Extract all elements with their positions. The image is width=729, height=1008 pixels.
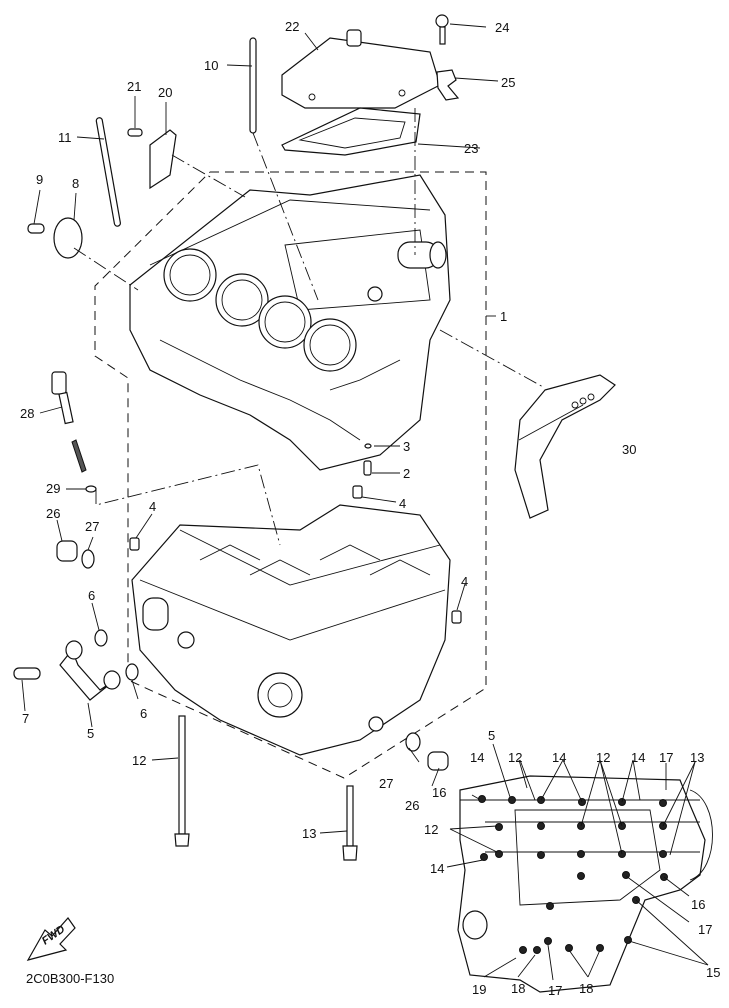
shift-fork-30 [514,374,616,519]
callout-26: 26 [46,506,60,521]
inset-callout-19: 19 [472,982,486,997]
bolt-13 [342,785,358,861]
callout-1: 1 [500,309,507,324]
bolt-2 [363,460,372,476]
bolt-9 [27,223,45,234]
callout-2: 2 [403,466,410,481]
inset-leader-lines [446,743,709,981]
callout-6: 6 [88,588,95,603]
breather-cover [281,29,441,109]
callout-30: 30 [622,442,636,457]
o-ring-6 [94,629,108,647]
inset-callout-15: 15 [706,965,720,980]
callout-22: 22 [285,19,299,34]
inset-callout-18: 18 [511,981,525,996]
callout-21: 21 [127,79,141,94]
forward-direction-icon: FWD [26,917,76,961]
plug-26 [427,751,449,771]
upper-crankcase [129,174,451,471]
inset-callout-14: 14 [470,750,484,765]
bolt-24 [435,14,449,45]
inset-callout-17: 17 [659,750,673,765]
callout-25: 25 [501,75,515,90]
inset-callout-13: 13 [690,750,704,765]
washer-27 [405,732,421,752]
callout-20: 20 [158,85,172,100]
callout-23: 23 [464,141,478,156]
leader-lines [21,23,584,834]
inset-callout-14: 14 [552,750,566,765]
callout-24: 24 [495,20,509,35]
inset-callout-12: 12 [424,822,438,837]
lower-crankcase [131,504,451,756]
callout-3: 3 [403,439,410,454]
diagram-reference-code: 2C0B300-F130 [26,971,114,986]
callout-4: 4 [399,496,406,511]
inset-callout-14: 14 [430,861,444,876]
callout-13: 13 [302,826,316,841]
inset-callout-12: 12 [596,750,610,765]
callouts-main: 1 2 3 4 4 4 5 6 6 7 8 9 10 11 12 13 20 2… [20,19,636,841]
callout-11: 11 [58,130,72,145]
assembled-engine-inset [457,775,713,993]
callout-10: 10 [204,58,218,73]
pin-3 [364,443,372,449]
inset-callout-14: 14 [631,750,645,765]
dowel-4 [129,537,140,551]
o-ring-6 [125,663,139,681]
bolt-21 [127,128,143,137]
callout-8: 8 [72,176,79,191]
inset-callout-17: 17 [698,922,712,937]
bracket-25 [436,69,460,101]
dowel-4 [451,610,462,624]
washer-29 [85,485,97,493]
callout-27: 27 [379,776,393,791]
callout-29: 29 [46,481,60,496]
callout-5: 5 [87,726,94,741]
oil-level-gauge-28 [51,371,87,473]
callout-4: 4 [461,574,468,589]
washer-27 [81,549,95,569]
inset-callout-12: 12 [508,750,522,765]
plug-26 [56,540,78,562]
callout-7: 7 [22,711,29,726]
callout-12: 12 [132,753,146,768]
callouts-inset: 5 14 12 14 12 14 17 13 16 12 14 16 17 15… [424,728,720,998]
cover-gasket [281,107,421,156]
bolt-12 [174,715,190,847]
bolt-7 [13,667,41,680]
callout-26: 26 [405,798,419,813]
dowel-4 [352,485,363,499]
callout-6: 6 [140,706,147,721]
callout-9: 9 [36,172,43,187]
reference-lines [73,108,546,546]
stud-10 [249,37,257,134]
inset-callout-16: 16 [432,785,446,800]
oil-pipe-5 [59,640,121,701]
callout-28: 28 [20,406,34,421]
stud-11 [95,117,121,227]
inset-callout-5: 5 [488,728,495,743]
inset-callout-18: 18 [579,981,593,996]
inset-callout-17: 17 [548,983,562,998]
callout-4: 4 [149,499,156,514]
plate-20 [149,129,177,190]
cover-8 [53,217,83,259]
inset-callout-16: 16 [691,897,705,912]
callout-27: 27 [85,519,99,534]
